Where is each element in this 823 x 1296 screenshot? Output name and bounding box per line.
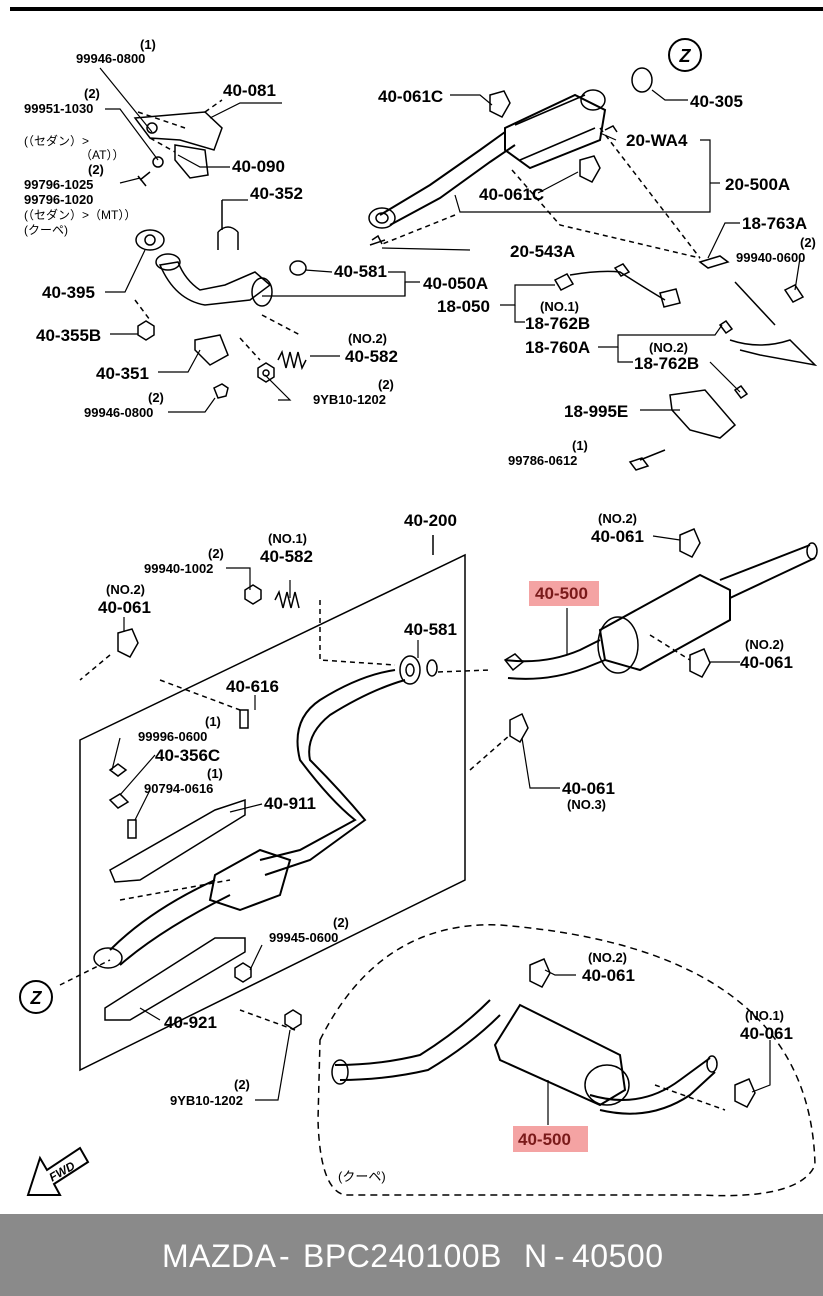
- label-18-995e: 18-995E: [564, 402, 628, 421]
- note-coupe-bottom: (クーペ): [338, 1169, 386, 1184]
- label-40-582-mid: 40-582: [260, 547, 313, 566]
- footer-separator-2: -: [554, 1238, 566, 1274]
- label-9yb10-bot: 9YB10-1202: [170, 1093, 243, 1108]
- note-sedan-at-2: （AT））: [80, 148, 124, 162]
- label-99940-0600: 99940-0600: [736, 250, 805, 265]
- label-18-762b-a: 18-762B: [525, 314, 590, 333]
- label-18-763a: 18-763A: [742, 214, 807, 233]
- qty-99996: (1): [205, 714, 221, 729]
- z-marker-top: Z: [679, 46, 692, 66]
- qty-40-061-top-right: (NO.2): [598, 511, 637, 526]
- label-40-090: 40-090: [232, 157, 285, 176]
- label-40-921: 40-921: [164, 1013, 217, 1032]
- label-99940-1002: 99940-1002: [144, 561, 213, 576]
- label-40-352: 40-352: [250, 184, 303, 203]
- label-40-911: 40-911: [264, 794, 316, 813]
- qty-9yb10-top: (2): [378, 377, 394, 392]
- label-99796-1025: 99796-1025: [24, 177, 93, 192]
- coupe-muffler-drawing: [317, 924, 816, 1197]
- label-40-355b: 40-355B: [36, 326, 101, 345]
- qty-9yb10-bot: (2): [234, 1077, 250, 1092]
- qty-18-762b-b: (NO.2): [649, 340, 688, 355]
- label-40-356c: 40-356C: [155, 746, 220, 765]
- qty-90794: (1): [207, 766, 223, 781]
- qty-99940-0600: (2): [800, 235, 816, 250]
- qty-18-762b-a: (NO.1): [540, 299, 579, 314]
- z-marker-bottom: Z: [30, 988, 43, 1008]
- footer-separator-1: -: [279, 1238, 291, 1274]
- label-40-581-top: 40-581: [334, 262, 387, 281]
- qty-99940-1002: (2): [208, 546, 224, 561]
- label-99951-1030: 99951-1030: [24, 101, 93, 116]
- label-20-500a: 20-500A: [725, 175, 790, 194]
- label-40-061c-mid: 40-061C: [479, 185, 544, 204]
- label-40-061-left: 40-061: [98, 598, 151, 617]
- fwd-arrow-icon: FWD: [26, 1146, 90, 1196]
- label-40-200: 40-200: [404, 511, 457, 530]
- qty-99786: (1): [572, 438, 588, 453]
- highlight-box-upper: [529, 581, 599, 606]
- label-40-061-top-right: 40-061: [591, 527, 644, 546]
- label-40-500-lower: 40-500: [518, 1130, 571, 1149]
- label-20-wa4: 20-WA4: [626, 131, 688, 150]
- label-99996-0600: 99996-0600: [138, 729, 207, 744]
- label-18-762b-b: 18-762B: [634, 354, 699, 373]
- label-99946-0800-top: 99946-0800: [76, 51, 145, 66]
- middle-exhaust-drawing: [59, 528, 818, 1072]
- leader-lines-top: [99, 67, 801, 413]
- qty-99945: (2): [333, 915, 349, 930]
- part-footer-bar: MAZDA - BPC240100B N - 40500: [0, 1214, 823, 1296]
- highlight-box-lower: [513, 1126, 588, 1152]
- label-40-351: 40-351: [96, 364, 149, 383]
- label-40-061-no3: 40-061: [562, 779, 615, 798]
- note-sedan-at-1: (（セダン）>: [24, 133, 89, 148]
- leader-lines-bottom: [111, 535, 771, 1125]
- part-labels: 40-081 (1) 99946-0800 (2) 99951-1030 (（セ…: [24, 37, 816, 1184]
- footer-part-code: BPC240100B: [303, 1238, 502, 1274]
- label-99786-0612: 99786-0612: [508, 453, 577, 468]
- label-40-061-right: 40-061: [740, 653, 793, 672]
- label-40-582-top: 40-582: [345, 347, 398, 366]
- label-99945-0600: 99945-0600: [269, 930, 338, 945]
- label-40-061-coupe-no2: 40-061: [582, 966, 635, 985]
- qty-40-061-coupe-no1: (NO.1): [745, 1008, 784, 1023]
- label-9yb10-top: 9YB10-1202: [313, 392, 386, 407]
- label-20-543a: 20-543A: [510, 242, 575, 261]
- footer-n-prefix: N: [524, 1238, 548, 1274]
- qty-99796-1025: (2): [88, 162, 104, 177]
- qty-40-582-mid: (NO.1): [268, 531, 307, 546]
- label-99946-0800-mid: 99946-0800: [84, 405, 153, 420]
- qty-40-061-right: (NO.2): [745, 637, 784, 652]
- label-18-050: 18-050: [437, 297, 490, 316]
- footer-part-number: 40500: [572, 1238, 664, 1274]
- label-18-760a: 18-760A: [525, 338, 590, 357]
- label-99796-1020: 99796-1020: [24, 192, 93, 207]
- note-coupe-top: (クーペ): [24, 223, 68, 237]
- label-40-050a: 40-050A: [423, 274, 488, 293]
- qty-99951-1030: (2): [84, 86, 100, 101]
- exhaust-parts-diagram: Z: [10, 7, 823, 1197]
- label-40-061c-top: 40-061C: [378, 87, 443, 106]
- qty-40-061-no3: (NO.3): [567, 797, 606, 812]
- label-40-581-mid: 40-581: [404, 620, 457, 639]
- qty-99946-0800-mid: (2): [148, 390, 164, 405]
- footer-brand: MAZDA: [162, 1238, 277, 1274]
- label-90794-0616: 90794-0616: [144, 781, 213, 796]
- label-40-500-upper: 40-500: [535, 584, 588, 603]
- note-sedan-mt: (（セダン）>（MT））: [24, 207, 136, 222]
- upper-exhaust-drawing: [133, 67, 818, 471]
- qty-40-061-coupe-no2: (NO.2): [588, 950, 627, 965]
- label-40-081: 40-081: [223, 81, 276, 100]
- qty-40-061-left: (NO.2): [106, 582, 145, 597]
- label-40-061-coupe-no1: 40-061: [740, 1024, 793, 1043]
- qty-99946-0800-top: (1): [140, 37, 156, 52]
- label-40-305: 40-305: [690, 92, 743, 111]
- label-40-616: 40-616: [226, 677, 279, 696]
- label-40-395: 40-395: [42, 283, 95, 302]
- qty-40-582-top: (NO.2): [348, 331, 387, 346]
